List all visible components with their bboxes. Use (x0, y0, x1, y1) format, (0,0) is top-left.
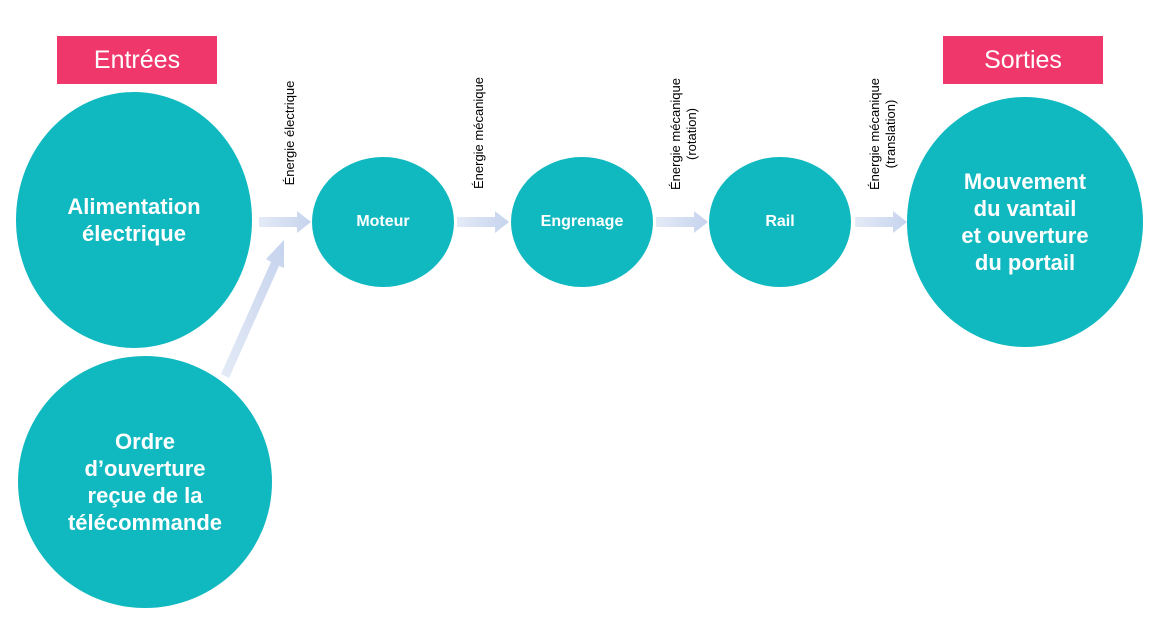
inputs-tag: Entrées (57, 36, 217, 84)
node-moteur-label: Moteur (356, 213, 410, 230)
outputs-tag-label: Sorties (984, 45, 1062, 74)
node-engrenage-label: Engrenage (540, 213, 624, 230)
flow-label-electrique: Énergie électrique (282, 80, 297, 186)
arrow-alimentation-moteur (259, 211, 311, 233)
node-ordre-label: Ordre d’ouverture reçue de la télécomman… (67, 429, 223, 535)
outputs-tag: Sorties (943, 36, 1103, 84)
arrow-engrenage-rail (656, 211, 708, 233)
node-rail: Rail (709, 157, 851, 287)
node-moteur: Moteur (312, 157, 454, 287)
arrow-rail-mouvement (855, 211, 907, 233)
flow-label-translation: Énergie mécanique (translation) (867, 77, 898, 191)
node-alimentation: Alimentation électrique (16, 92, 252, 348)
node-rail-label: Rail (765, 213, 795, 230)
flow-label-rotation: Énergie mécanique (rotation) (668, 77, 699, 191)
arrow-moteur-engrenage (457, 211, 509, 233)
node-engrenage: Engrenage (511, 157, 653, 287)
node-ordre: Ordre d’ouverture reçue de la télécomman… (18, 356, 272, 608)
node-mouvement: Mouvement du vantail et ouverture du por… (907, 97, 1143, 347)
flow-label-mecanique: Énergie mécanique (471, 76, 486, 190)
node-mouvement-label: Mouvement du vantail et ouverture du por… (961, 169, 1089, 275)
node-alimentation-label: Alimentation électrique (67, 194, 201, 246)
arrow-ordre-moteur (221, 240, 284, 378)
inputs-tag-label: Entrées (93, 45, 181, 74)
